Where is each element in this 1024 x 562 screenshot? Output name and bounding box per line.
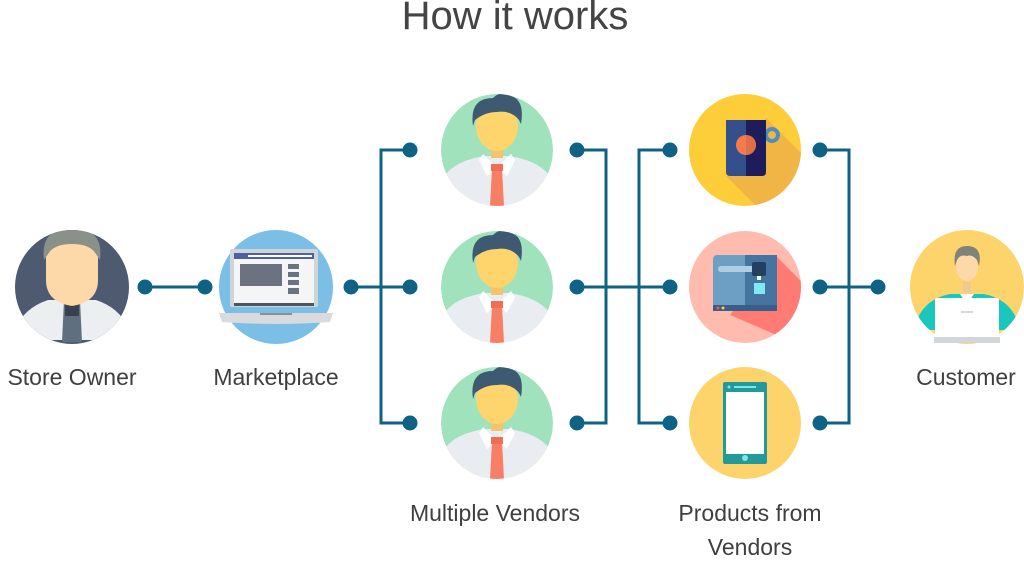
- connector-dot: [402, 142, 418, 158]
- vendors-out-connector: [577, 148, 670, 425]
- connector-dot: [569, 279, 585, 295]
- multiple-vendors-label: Multiple Vendors: [409, 500, 581, 526]
- 3d-printer-product-icon: [689, 231, 801, 343]
- connector-dot: [402, 279, 418, 295]
- connector-dot: [870, 279, 886, 295]
- connector-dot: [137, 279, 153, 295]
- customer-with-laptop-icon: [910, 230, 1024, 344]
- diagram-title: How it works: [401, 0, 629, 38]
- products-label-line1: Products from: [678, 500, 822, 526]
- smartphone-product-icon: [689, 367, 801, 479]
- products-customer-connector: [820, 148, 878, 425]
- connector-dot: [662, 142, 678, 158]
- connector-dot: [812, 142, 828, 158]
- store-owner-label: Store Owner: [7, 364, 137, 390]
- vendor-avatar-icon: [441, 94, 553, 206]
- connector-dot: [812, 415, 828, 431]
- mug-product-icon: [689, 94, 801, 206]
- vendor-avatar-icon: [441, 367, 553, 479]
- marketplace-label: Marketplace: [213, 364, 339, 390]
- marketplace-vendors-connector: [351, 148, 410, 425]
- products-label-line2: Vendors: [707, 534, 793, 560]
- connector-dot: [343, 279, 359, 295]
- connector-dot: [402, 415, 418, 431]
- vendor-avatar-icon: [441, 231, 553, 343]
- customer-label: Customer: [916, 364, 1016, 390]
- connector-dot: [569, 415, 585, 431]
- connector-dot: [812, 279, 828, 295]
- connector-dots: [137, 142, 886, 431]
- store-owner-avatar-icon: [15, 230, 129, 344]
- marketplace-laptop-icon: [219, 230, 333, 344]
- connector-dot: [569, 142, 585, 158]
- connector-dot: [197, 279, 213, 295]
- connector-dot: [662, 415, 678, 431]
- products-in-connector: [637, 148, 670, 425]
- connectors: [145, 148, 878, 425]
- connector-dot: [662, 279, 678, 295]
